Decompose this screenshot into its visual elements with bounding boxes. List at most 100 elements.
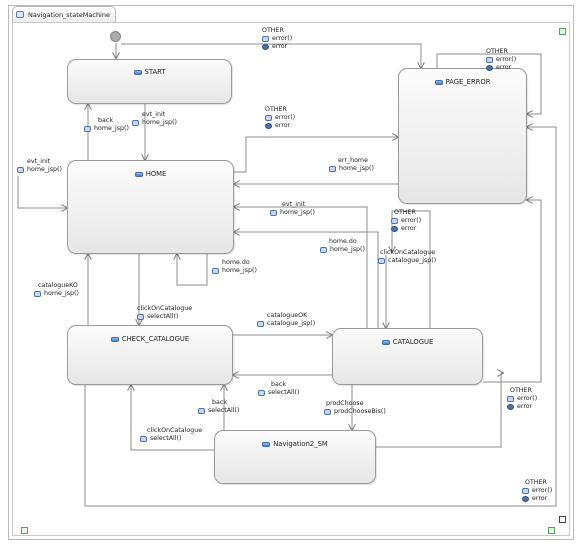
edge-other-bottom bbox=[84, 127, 557, 507]
event-label: evt_init bbox=[142, 111, 166, 118]
error-icon bbox=[507, 404, 514, 410]
label-other-nav2[interactable]: OTHER error() error bbox=[507, 387, 537, 411]
label-click-catalogue-home[interactable]: clickOnCatalogue selectAll() bbox=[137, 305, 192, 321]
action-icon bbox=[486, 57, 493, 63]
action-label: error bbox=[517, 403, 533, 410]
label-other-bottom[interactable]: OTHER error() error bbox=[522, 479, 552, 503]
expand-icon[interactable] bbox=[548, 527, 555, 534]
state-page-error[interactable]: PAGE_ERROR bbox=[398, 68, 527, 204]
state-catalogue[interactable]: CATALOGUE bbox=[332, 328, 483, 385]
action-icon bbox=[137, 314, 144, 320]
label-other-top[interactable]: OTHER error() error bbox=[262, 27, 292, 51]
label-prod-choose[interactable]: prodChoose prodChooseBis() bbox=[324, 400, 386, 416]
action-label: selectAll() bbox=[268, 389, 300, 396]
edge-other-home bbox=[234, 137, 398, 173]
event-label: back bbox=[98, 117, 113, 124]
action-icon bbox=[320, 247, 327, 253]
state-check-catalogue[interactable]: CHECK_CATALOGUE bbox=[67, 325, 233, 385]
action-label: home_jsp() bbox=[339, 165, 374, 172]
action-label: error() bbox=[272, 35, 293, 42]
error-icon bbox=[391, 226, 398, 232]
state-start-label: START bbox=[144, 68, 166, 76]
action-label: error() bbox=[275, 114, 296, 121]
action-icon bbox=[212, 268, 219, 274]
action-label: error() bbox=[401, 217, 422, 224]
error-icon bbox=[486, 65, 493, 71]
label-catalogue-ko[interactable]: catalogueKO home_jsp() bbox=[34, 282, 79, 298]
diagram-canvas[interactable] bbox=[12, 22, 570, 536]
expand-icon[interactable] bbox=[559, 28, 566, 35]
label-home-do-catalogue[interactable]: home.do home_jsp() bbox=[320, 238, 365, 254]
action-label: home_jsp() bbox=[330, 246, 365, 253]
state-check-catalogue-label: CHECK_CATALOGUE bbox=[121, 335, 190, 343]
action-label: error bbox=[401, 225, 417, 232]
error-icon bbox=[265, 123, 272, 129]
edge-home-do-cat bbox=[234, 232, 379, 328]
event-label: OTHER bbox=[265, 106, 287, 113]
action-label: error bbox=[272, 43, 288, 50]
label-evt-init-left[interactable]: evt_init home_jsp() bbox=[17, 158, 62, 174]
label-evt-init-catalogue[interactable]: evt_init home_jsp() bbox=[270, 201, 315, 217]
event-label: catalogueKO bbox=[38, 282, 78, 289]
action-label: home_jsp() bbox=[94, 125, 129, 132]
event-label: prodChoose bbox=[326, 400, 364, 407]
event-label: OTHER bbox=[486, 48, 508, 55]
state-machine-icon bbox=[16, 11, 24, 18]
state-icon bbox=[262, 441, 271, 447]
state-start[interactable]: START bbox=[67, 59, 232, 104]
label-other-catalogue[interactable]: OTHER error() error bbox=[391, 209, 421, 233]
initial-state-node[interactable] bbox=[110, 31, 121, 42]
action-icon bbox=[522, 488, 529, 494]
edge-evt-init-left bbox=[17, 176, 67, 208]
action-label: home_jsp() bbox=[44, 290, 79, 297]
action-icon bbox=[198, 408, 205, 414]
label-other-home[interactable]: OTHER error() error bbox=[265, 106, 295, 130]
action-label: selectAll() bbox=[147, 313, 179, 320]
action-label: error() bbox=[517, 395, 538, 402]
event-label: clickOnCatalogue bbox=[380, 249, 436, 256]
action-label: error() bbox=[532, 487, 553, 494]
edge-other-nav2 bbox=[376, 373, 503, 448]
label-click-catalogue-nav2[interactable]: clickOnCatalogue selectAll() bbox=[140, 427, 202, 443]
state-page-error-label: PAGE_ERROR bbox=[445, 78, 491, 86]
action-label: home_jsp() bbox=[280, 209, 315, 216]
event-label: OTHER bbox=[510, 387, 532, 394]
chevron-down-icon[interactable] bbox=[559, 516, 566, 523]
label-evt-init-start[interactable]: evt_init home_jsp() bbox=[132, 111, 177, 127]
label-click-catalogue-catalogue[interactable]: clickOnCatalogue catalogue_jsp() bbox=[378, 249, 436, 265]
diagram-tab[interactable]: Navigation_stateMachine bbox=[12, 6, 116, 23]
event-label: OTHER bbox=[525, 479, 547, 486]
action-icon bbox=[34, 291, 41, 297]
event-label: clickOnCatalogue bbox=[137, 305, 193, 312]
state-icon bbox=[133, 69, 142, 75]
action-label: home_jsp() bbox=[27, 166, 62, 173]
label-err-home[interactable]: err_home home_jsp() bbox=[329, 157, 374, 173]
state-icon bbox=[110, 336, 119, 342]
edge-home-do-self bbox=[177, 254, 208, 286]
action-icon bbox=[265, 115, 272, 121]
expand-icon[interactable] bbox=[21, 527, 28, 534]
label-back-start[interactable]: back home_jsp() bbox=[84, 117, 129, 133]
event-label: clickOnCatalogue bbox=[147, 427, 203, 434]
action-label: prodChooseBis() bbox=[334, 408, 386, 415]
event-label: OTHER bbox=[262, 27, 284, 34]
edge-other-self-error bbox=[436, 53, 542, 114]
event-label: err_home bbox=[338, 157, 368, 164]
action-icon bbox=[17, 167, 24, 173]
label-back-nav2[interactable]: back selectAll() bbox=[198, 399, 239, 415]
action-icon bbox=[84, 126, 91, 132]
edge-other-top bbox=[121, 43, 421, 68]
state-navigation2-sm-label: Navigation2_SM bbox=[273, 440, 328, 448]
label-back-catalogue[interactable]: back selectAll() bbox=[258, 381, 299, 397]
label-other-self-error[interactable]: OTHER error() error bbox=[486, 48, 516, 72]
event-label: home.do bbox=[329, 238, 357, 245]
action-icon bbox=[329, 166, 336, 172]
action-label: selectAll() bbox=[150, 435, 182, 442]
label-catalogue-ok[interactable]: catalogueOK catalogue_jsp() bbox=[257, 312, 315, 328]
label-home-do-self[interactable]: home.do home_jsp() bbox=[212, 259, 257, 275]
state-home[interactable]: HOME bbox=[67, 160, 234, 254]
state-navigation2-sm[interactable]: Navigation2_SM bbox=[214, 430, 376, 484]
error-icon bbox=[522, 496, 529, 502]
event-label: evt_init bbox=[282, 201, 306, 208]
